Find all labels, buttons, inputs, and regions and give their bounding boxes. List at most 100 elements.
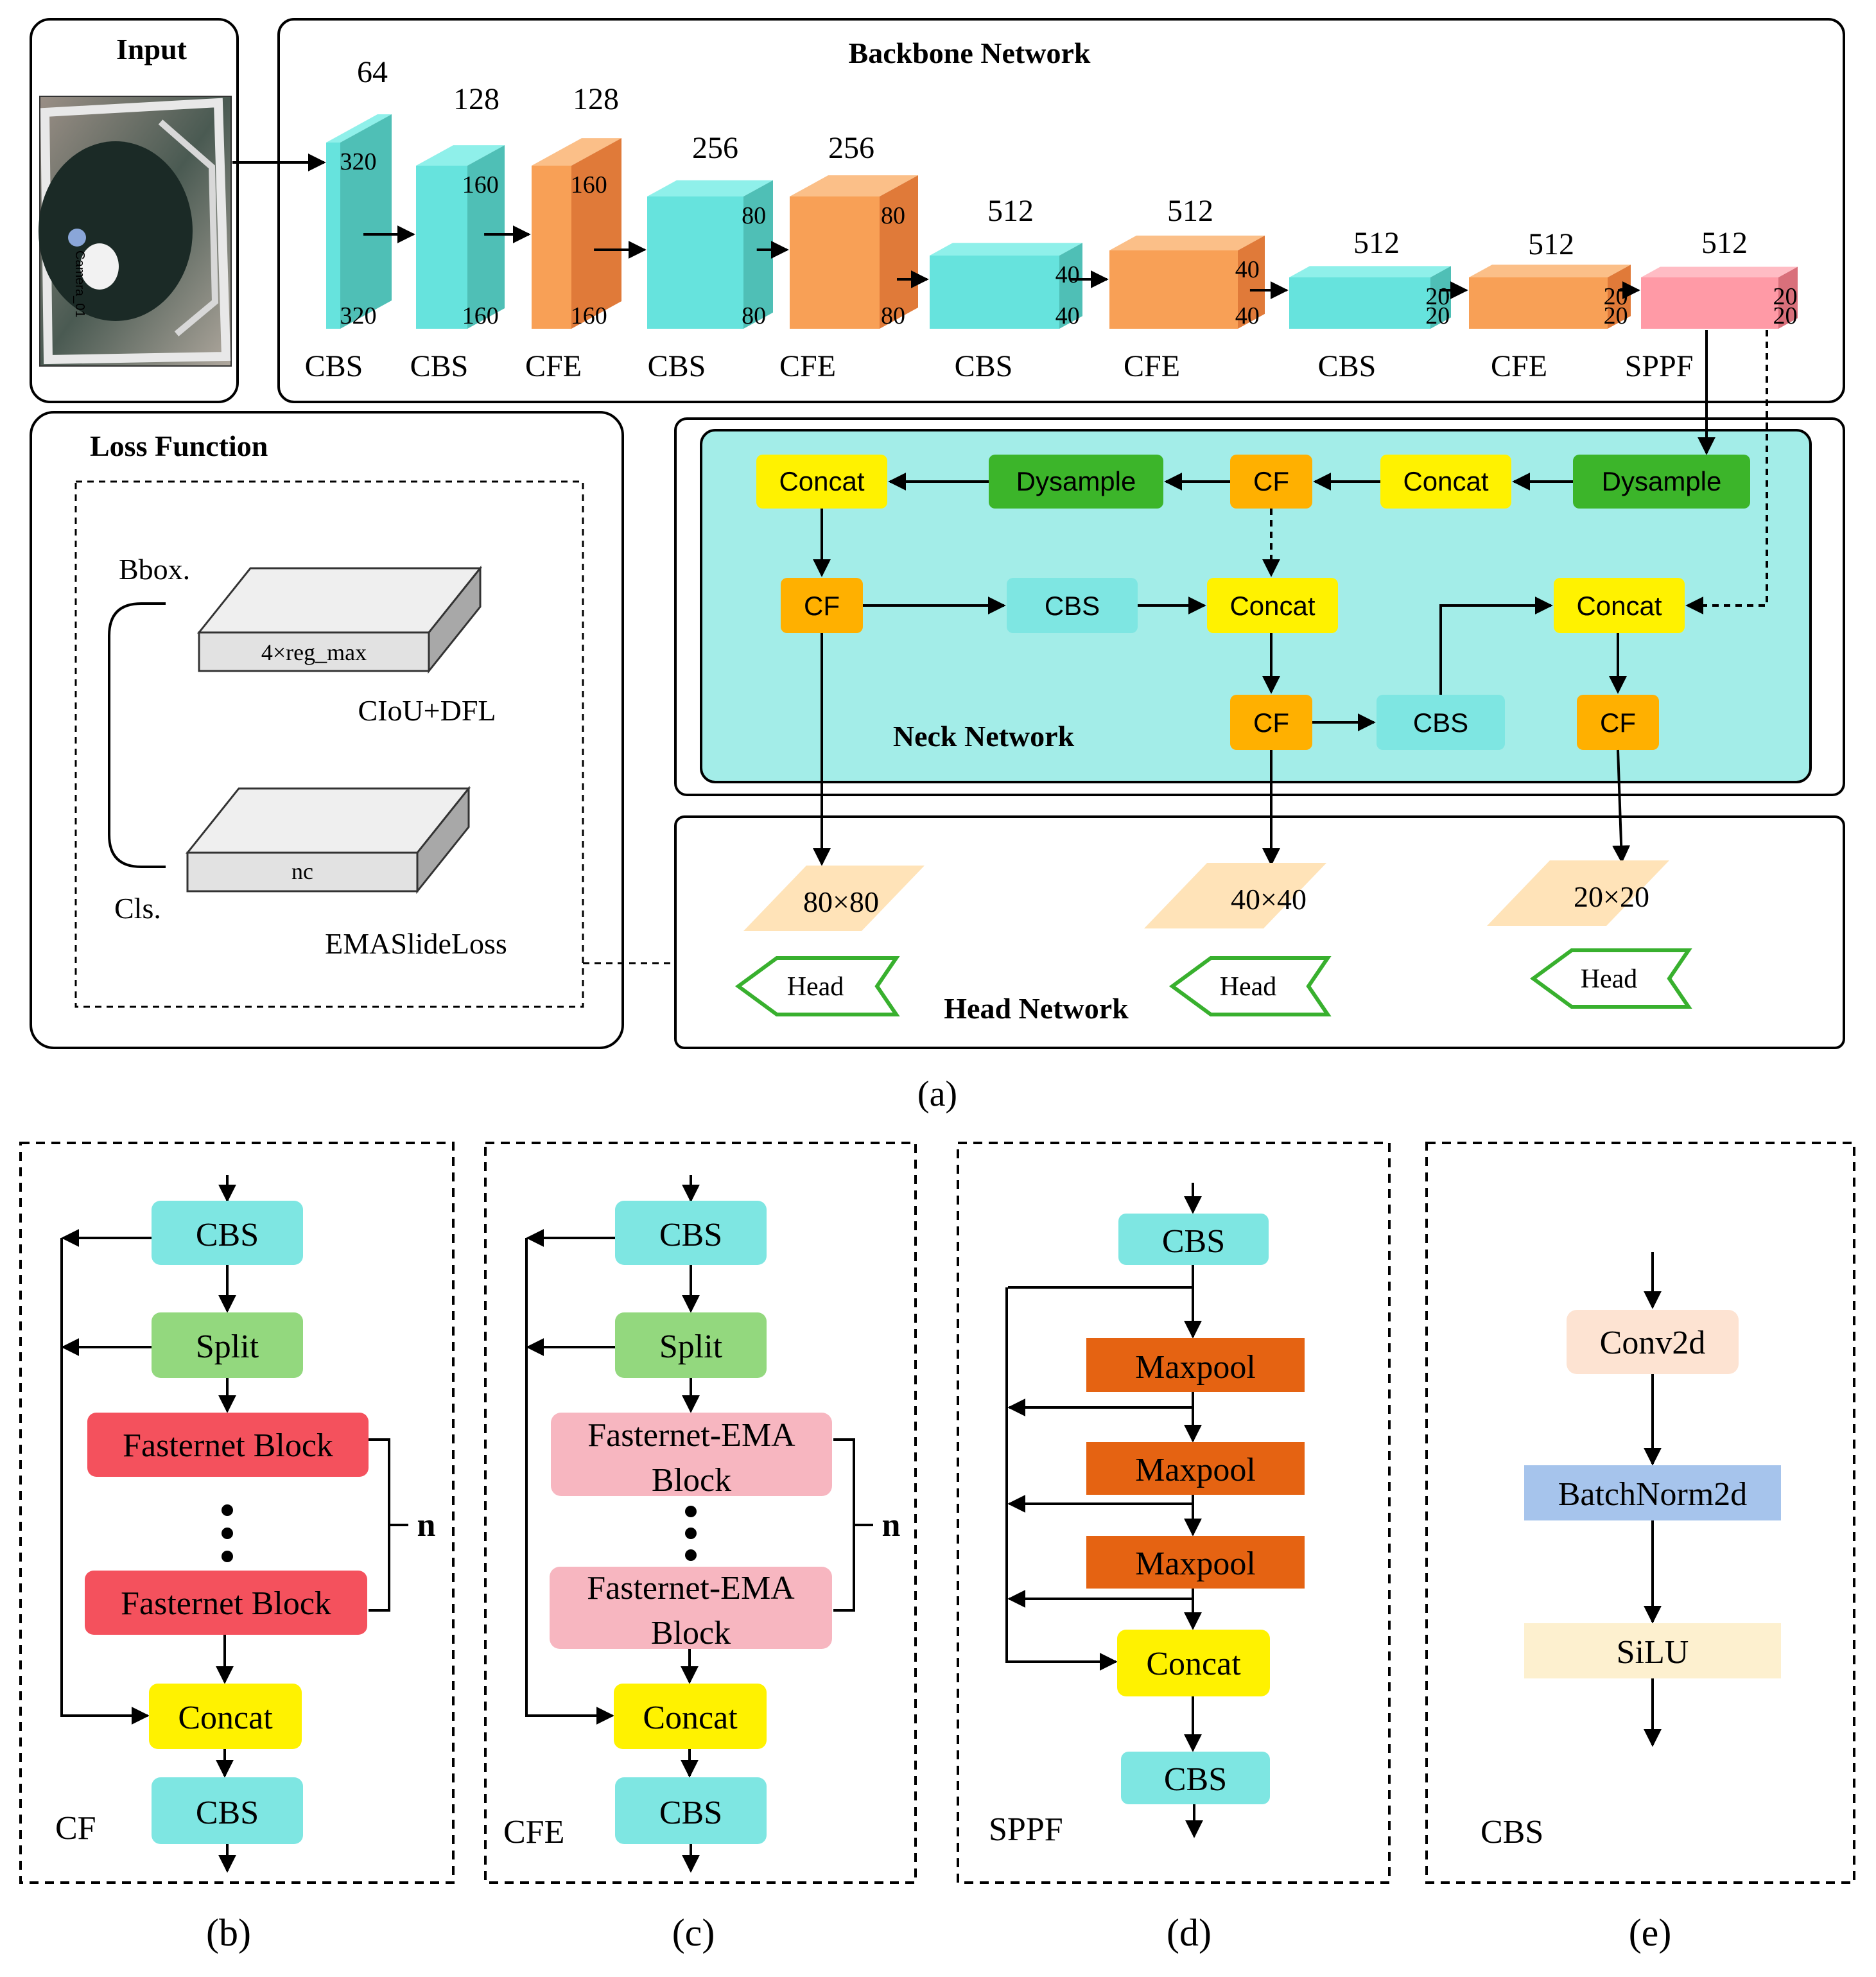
backbone-label-6: CBS — [955, 349, 1013, 383]
loss-box-cls: nc — [185, 785, 471, 894]
cf-n: n — [417, 1507, 436, 1544]
backbone-channels-8: 512 — [1353, 226, 1400, 260]
caption-e: (e) — [1629, 1912, 1672, 1954]
backbone-channels-10: 512 — [1701, 226, 1748, 260]
backbone-channels-6: 512 — [987, 194, 1034, 228]
camera-label: Camera_01 — [73, 250, 87, 318]
cls-label: Cls. — [114, 892, 161, 925]
cf-name: CF — [55, 1810, 96, 1847]
neck-dysample-1: Dysample — [989, 455, 1163, 509]
panel-b: CBS Split Fasternet Block Fasternet Bloc… — [19, 1142, 455, 1954]
emaslideloss-label: EMASlideLoss — [325, 927, 507, 960]
svg-text:CF: CF — [1600, 708, 1636, 738]
backbone-size-bottom-2: 160 — [462, 302, 499, 329]
backbone-size-top-2: 160 — [462, 171, 499, 198]
neck-concat-4: Concat — [1554, 578, 1685, 633]
backbone-label-5: CFE — [779, 349, 836, 383]
ellipsis-dots — [685, 1506, 697, 1561]
neck-cbs-1: CBS — [1007, 578, 1138, 633]
caption-b: (b) — [206, 1912, 251, 1954]
backbone-size-top-8: 20 — [1425, 283, 1450, 310]
backbone-channels-4: 256 — [692, 131, 738, 165]
sppf-cbs-top: CBS — [1118, 1214, 1269, 1265]
caption-a: (a) — [917, 1074, 957, 1114]
backbone-label-2: CBS — [410, 349, 469, 383]
backbone-size-bottom-10: 20 — [1773, 302, 1798, 329]
head-label-2: Head — [1220, 972, 1277, 1002]
neck-cf-3: CF — [1230, 695, 1312, 750]
backbone-size-bottom-6: 40 — [1055, 302, 1080, 329]
cfe-concat: Concat — [614, 1684, 767, 1749]
svg-text:Fasternet Block: Fasternet Block — [123, 1427, 333, 1464]
loss-box1-text: 4×reg_max — [261, 640, 367, 665]
cbs-batchnorm: BatchNorm2d — [1524, 1465, 1781, 1520]
backbone-channels-2: 128 — [453, 82, 499, 116]
cfe-block-2: Fasternet-EMA Block — [550, 1567, 832, 1651]
neck-arrows — [813, 330, 1768, 866]
svg-text:Concat: Concat — [779, 466, 864, 496]
svg-text:Concat: Concat — [1403, 466, 1488, 496]
svg-text:Fasternet Block: Fasternet Block — [121, 1585, 331, 1622]
backbone-size-bottom-1: 320 — [340, 302, 377, 329]
svg-text:CBS: CBS — [1413, 708, 1468, 738]
svg-text:CF: CF — [1253, 708, 1289, 738]
neck-concat-3: Concat — [1207, 578, 1338, 633]
svg-text:Block: Block — [651, 1615, 731, 1651]
panel-e: Conv2d BatchNorm2d SiLU CBS (e) — [1425, 1142, 1855, 1954]
svg-text:CBS: CBS — [196, 1217, 259, 1253]
svg-text:CBS: CBS — [659, 1795, 722, 1831]
svg-text:Split: Split — [196, 1328, 259, 1365]
svg-text:SiLU: SiLU — [1617, 1634, 1689, 1671]
backbone-channels-5: 256 — [828, 131, 874, 165]
cf-cbs-bottom: CBS — [152, 1777, 303, 1844]
fmap-40: 40×40 — [1231, 883, 1307, 916]
caption-d: (d) — [1167, 1912, 1212, 1954]
svg-text:Concat: Concat — [1146, 1646, 1241, 1682]
svg-text:CBS: CBS — [1164, 1761, 1227, 1798]
sppf-maxpool-3: Maxpool — [1086, 1536, 1305, 1589]
neck-concat-2: Concat — [1380, 455, 1511, 509]
svg-text:Block: Block — [652, 1462, 731, 1499]
loss-title: Loss Function — [90, 430, 268, 462]
svg-text:Concat: Concat — [1229, 591, 1315, 621]
cfe-split: Split — [615, 1312, 767, 1378]
svg-text:Split: Split — [659, 1328, 723, 1365]
sppf-name: SPPF — [989, 1811, 1063, 1848]
head-output-1: 80×80 Head — [734, 866, 925, 1016]
head-label-1: Head — [787, 972, 844, 1002]
backbone-channels-3: 128 — [573, 82, 619, 116]
bbox-label: Bbox. — [119, 553, 190, 586]
backbone-label-4: CBS — [648, 349, 706, 383]
ellipsis-dots — [221, 1504, 233, 1562]
svg-text:Dysample: Dysample — [1602, 466, 1722, 496]
backbone-label-8: CBS — [1318, 349, 1377, 383]
svg-text:CF: CF — [1253, 466, 1289, 496]
backbone-size-top-7: 40 — [1235, 256, 1260, 283]
svg-text:CBS: CBS — [1162, 1223, 1225, 1260]
backbone-size-bottom-5: 80 — [881, 302, 905, 329]
head-shape-3 — [1529, 948, 1692, 1009]
svg-text:BatchNorm2d: BatchNorm2d — [1558, 1476, 1748, 1513]
svg-text:Dysample: Dysample — [1016, 466, 1136, 496]
cf-concat: Concat — [149, 1684, 302, 1749]
backbone-size-top-3: 160 — [571, 171, 607, 198]
cf-split: Split — [152, 1312, 303, 1378]
svg-text:Conv2d: Conv2d — [1600, 1325, 1706, 1361]
input-title: Input — [116, 33, 187, 65]
backbone-channels-1: 64 — [357, 55, 388, 89]
sppf-cbs-bottom: CBS — [1121, 1752, 1270, 1804]
fmap-20: 20×20 — [1574, 880, 1649, 913]
cf-cbs-top: CBS — [152, 1201, 303, 1265]
svg-text:Fasternet-EMA: Fasternet-EMA — [587, 1417, 795, 1454]
backbone-label-7: CFE — [1124, 349, 1180, 383]
backbone-label-1: CBS — [305, 349, 363, 383]
svg-text:Concat: Concat — [178, 1700, 273, 1736]
panel-c: CBS Split Fasternet-EMA Block Fasternet-… — [484, 1142, 917, 1954]
loss-box-bbox: 4×reg_max — [196, 565, 483, 674]
